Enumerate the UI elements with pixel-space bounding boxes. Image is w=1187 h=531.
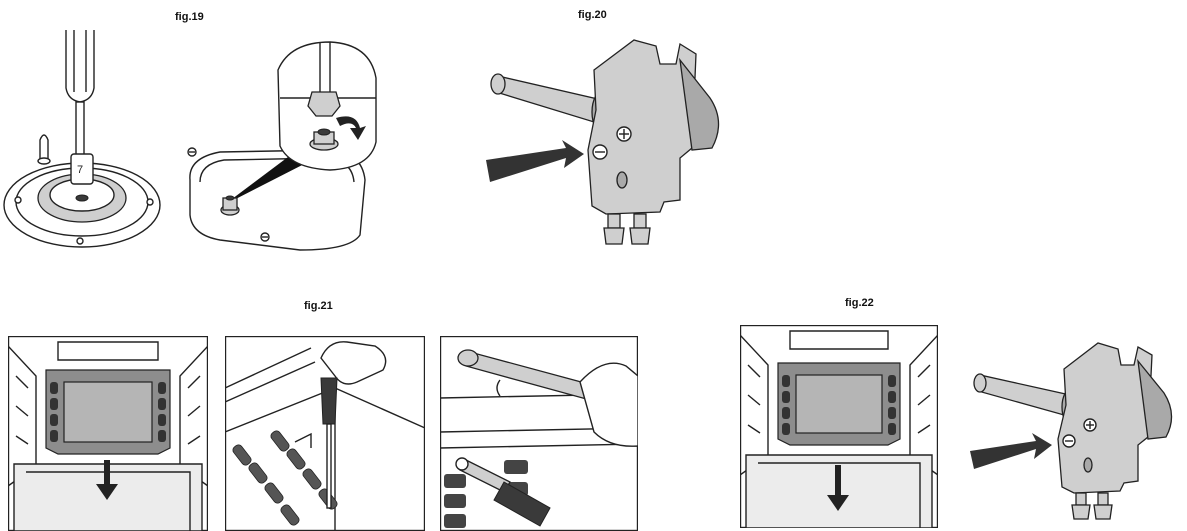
fig21-label: fig.21 (304, 300, 333, 312)
fig21-screwdriver-panel (225, 336, 425, 531)
fig22-label: fig.22 (845, 297, 874, 309)
fig20-valve-illustration (484, 30, 734, 250)
fig22-valve-illustration (968, 335, 1183, 525)
fig19-burner-illustration: 7 (0, 30, 175, 260)
fig22-oven-tray-panel (740, 325, 938, 528)
fig19-label: fig.19 (175, 11, 204, 23)
fig20-label: fig.20 (578, 9, 607, 21)
screw-number: 7 (77, 164, 83, 176)
fig21-wrench-panel (440, 336, 638, 531)
fig19-injector-illustration (180, 40, 390, 255)
fig21-oven-tray-panel (8, 336, 208, 531)
